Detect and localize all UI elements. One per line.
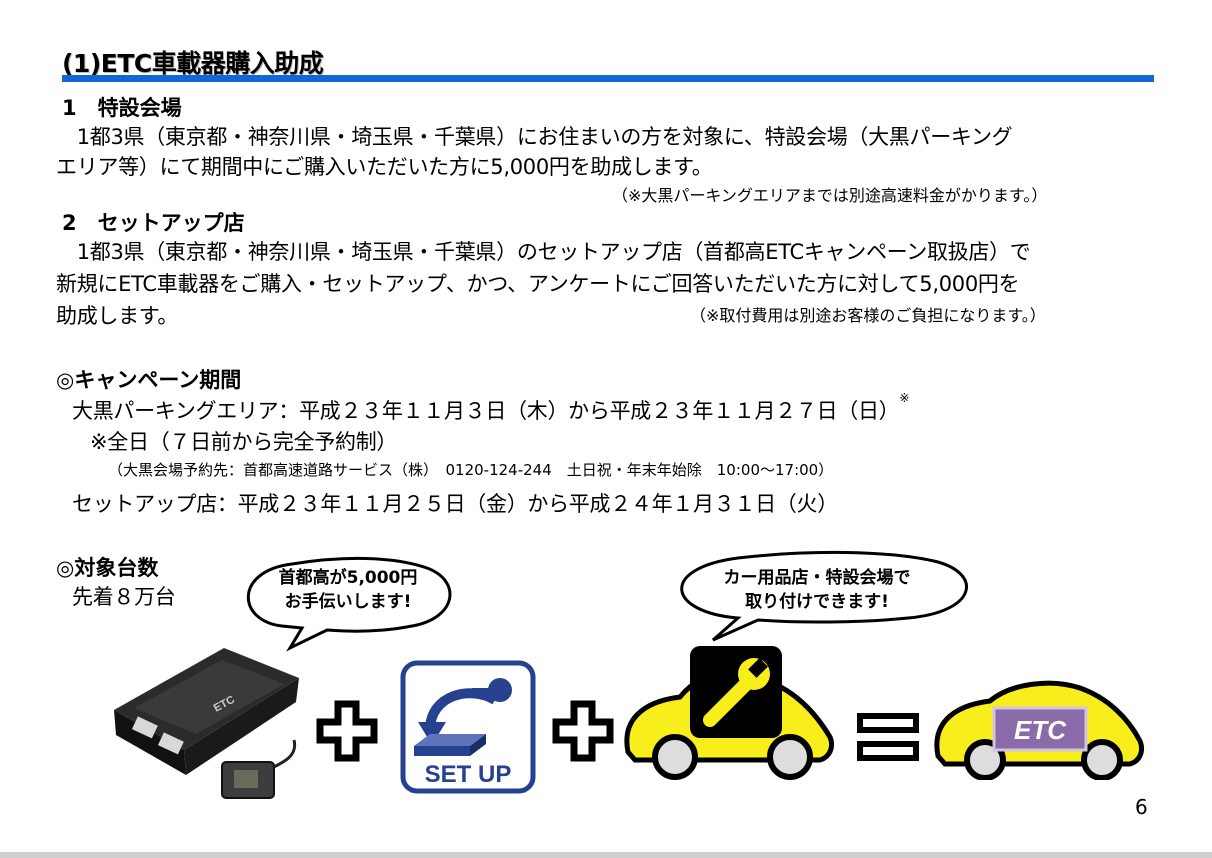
speech-bubble-2-line2: 取り付けできます! (745, 592, 889, 612)
campaign-setup-shop: セットアップ店：平成２３年１１月２５日（金）から平成２４年１月３１日（火） (72, 492, 838, 516)
speech-bubble-1-text: 首都高が5,000円 お手伝いします! (258, 566, 438, 614)
campaign-daikoku-text: 大黒パーキングエリア：平成２３年１１月３日（木）から平成２３年１１月２７日（日） (72, 399, 900, 423)
section1-line2: エリア等）にて期間中にご購入いただいた方に5,000円を助成します。 (56, 155, 713, 179)
campaign-heading: ◎キャンペーン期間 (56, 368, 242, 392)
section2-note: （※取付費用は別途お客様のご負担になります。） (690, 306, 1046, 325)
speech-bubble-1-line1: 首都高が5,000円 (278, 568, 418, 588)
car-with-etc-image: ETC (934, 680, 1145, 780)
target-heading: ◎対象台数 (56, 556, 159, 580)
plus-icon-2 (552, 700, 614, 762)
campaign-reservation: （大黒会場予約先：首都高速道路サービス（株） 0120-124-244 土日祝・… (108, 461, 834, 479)
target-count: 先着８万台 (72, 585, 176, 609)
page-title: (1)ETC車載器購入助成 (62, 49, 324, 78)
speech-bubble-2-text: カー用品店・特設会場で 取り付けできます! (688, 566, 946, 614)
section1-heading: 1 特設会場 (62, 96, 182, 120)
section2-line2: 新規にETC車載器をご購入・セットアップ、かつ、アンケートにご回答いただいた方に… (56, 272, 1020, 296)
speech-bubble-2 (680, 550, 968, 642)
car-with-wrench-image (624, 646, 835, 780)
section2-line3: 助成します。 (56, 304, 179, 328)
plus-icon-1 (316, 700, 378, 762)
section1-line1: 1都3県（東京都・神奈川県・埼玉県・千葉県）にお住まいの方を対象に、特設会場（大… (56, 125, 1013, 149)
section2-line1: 1都3県（東京都・神奈川県・埼玉県・千葉県）のセットアップ店（首都高ETCキャン… (56, 240, 1031, 264)
setup-label: SET UP (425, 761, 512, 788)
campaign-daikoku-mark: ※ (899, 391, 910, 405)
section1-note: （※大黒パーキングエリアまでは別途高速料金がかります。） (612, 186, 1048, 205)
campaign-allday: ※全日（７日前から完全予約制） (90, 430, 398, 454)
speech-bubble-1-line2: お手伝いします! (284, 592, 412, 612)
speech-bubble-1 (246, 556, 452, 652)
etc-device-image: ETC (114, 648, 299, 799)
footer-divider (0, 852, 1212, 858)
title-underline (62, 75, 1154, 82)
setup-icon: SET UP (400, 660, 536, 794)
page-number: 6 (1135, 795, 1148, 819)
speech-bubble-2-line1: カー用品店・特設会場で (723, 568, 911, 588)
campaign-daikoku: 大黒パーキングエリア：平成２３年１１月３日（木）から平成２３年１１月２７日（日）… (72, 391, 909, 425)
etc-badge-label: ETC (1014, 715, 1067, 745)
section2-heading: 2 セットアップ店 (62, 211, 245, 235)
equals-icon (857, 713, 919, 761)
